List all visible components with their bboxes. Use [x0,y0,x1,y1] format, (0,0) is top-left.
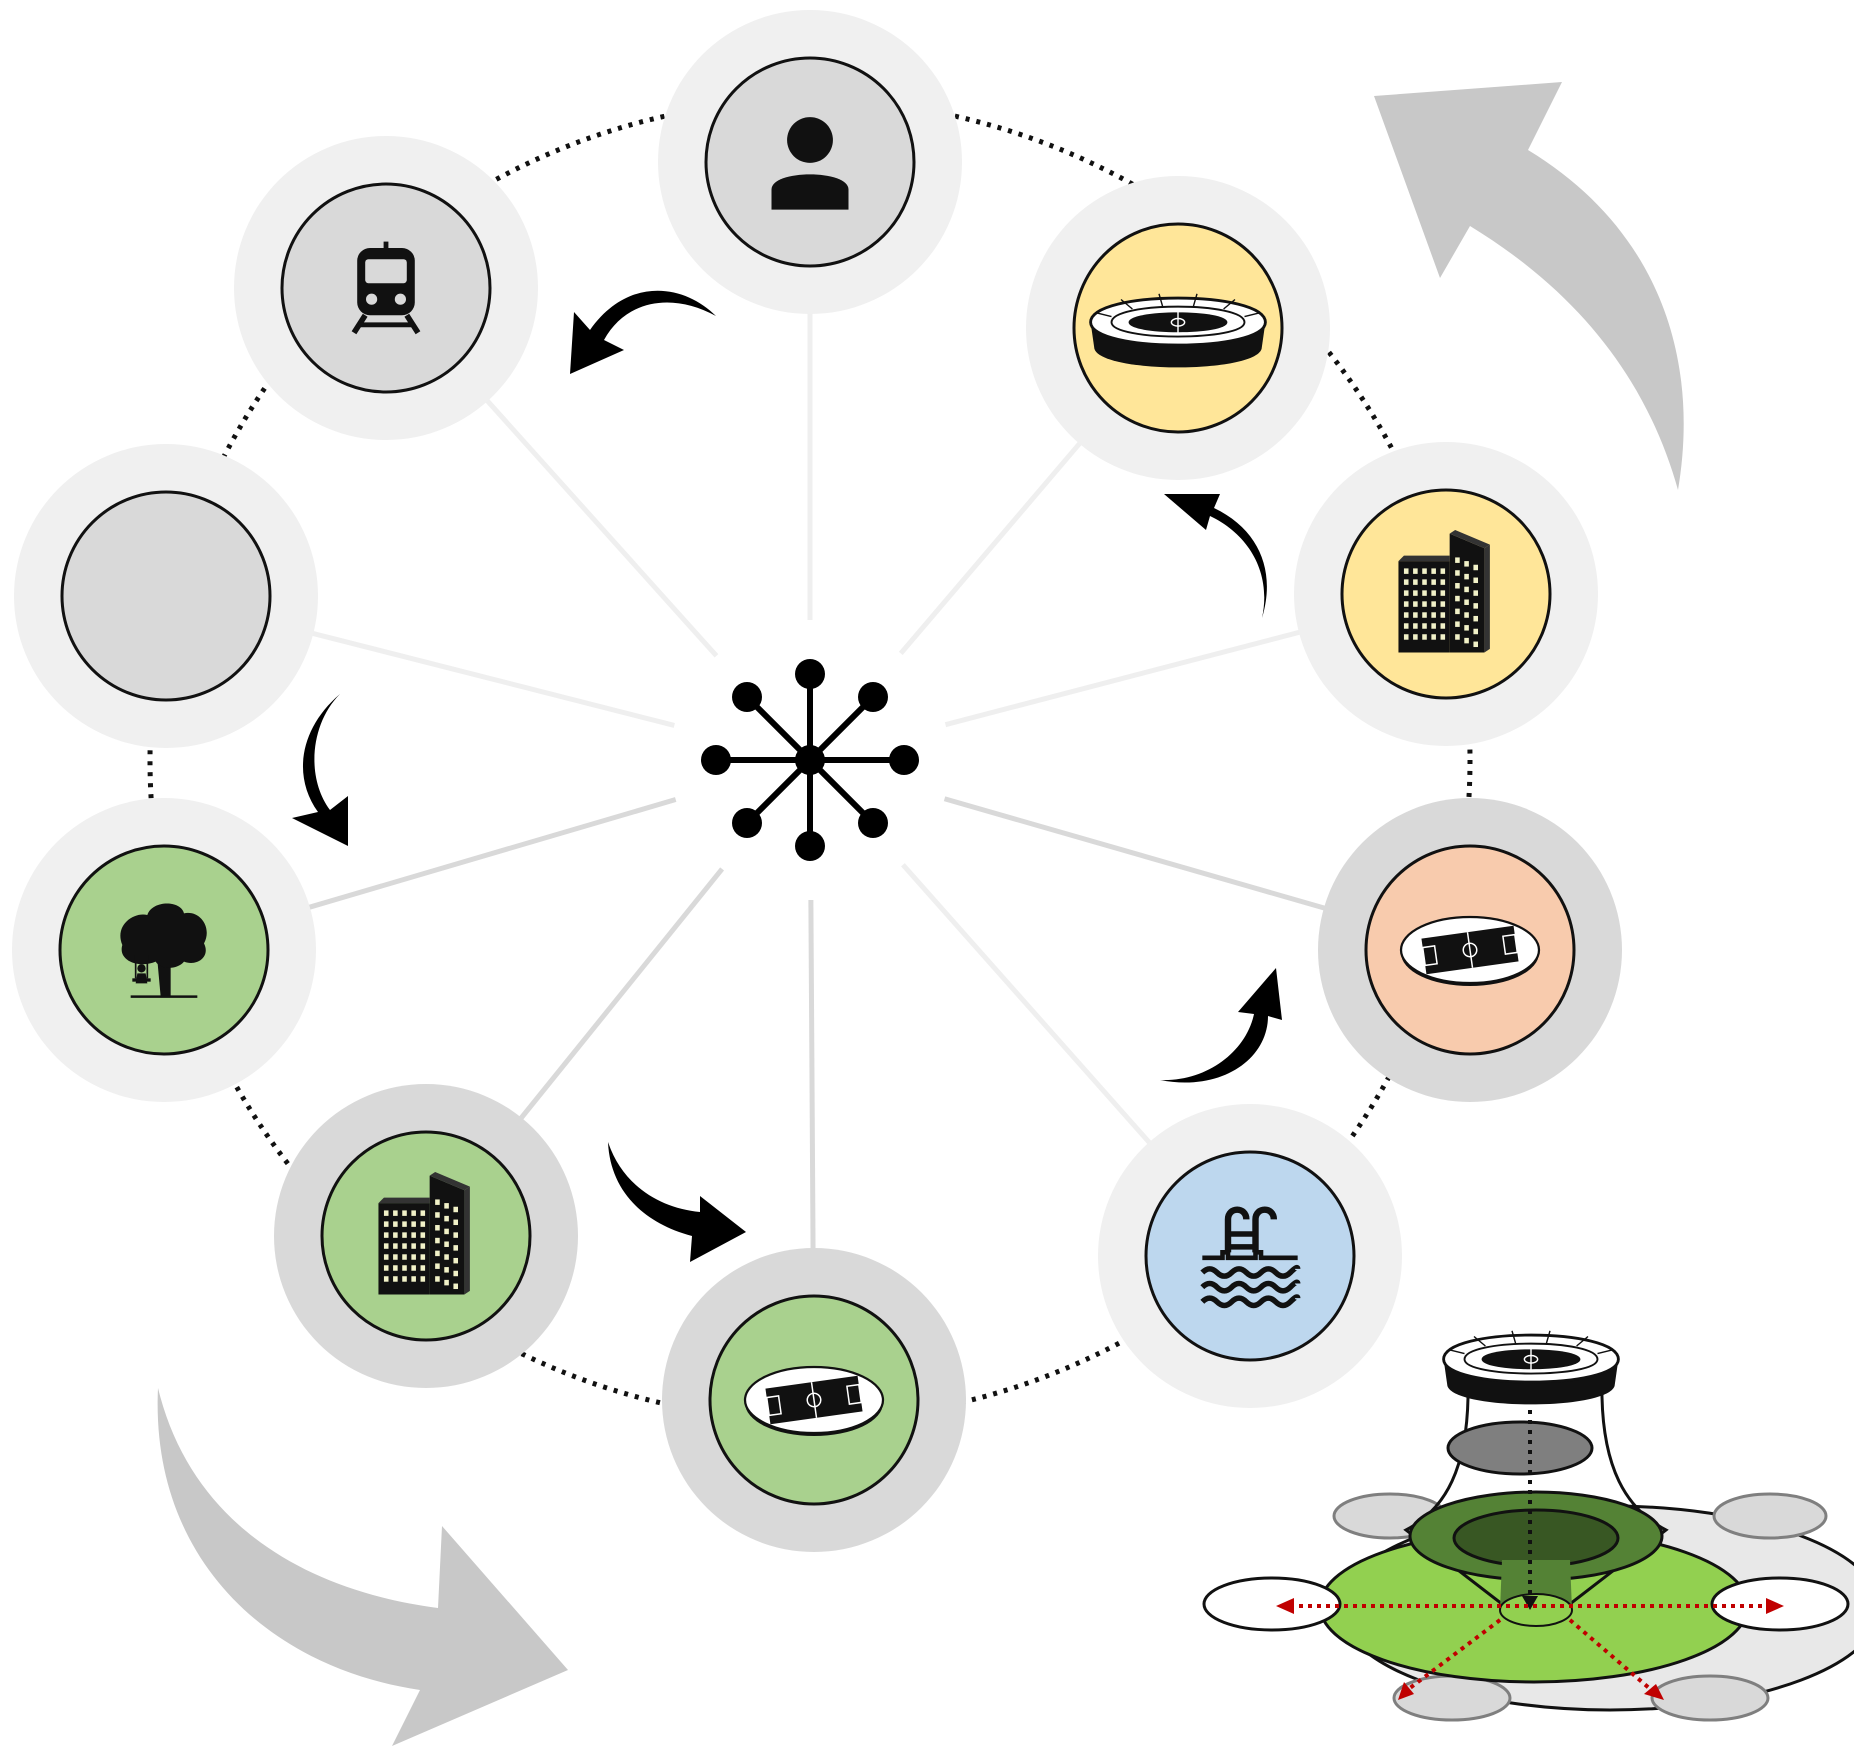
big-arrow-bottom-left [157,1388,568,1746]
soccer-field-icon [743,1365,885,1438]
nodes [12,10,1622,1552]
spoke-field-peach [943,796,1327,911]
spoke-stadium [898,440,1083,656]
flow-arrow-pool-to-field [1160,968,1282,1083]
spoke-train [484,397,719,658]
node-circle [60,490,272,702]
flow-arrow-building-to-field [608,1142,746,1262]
node-person [658,10,962,314]
soccer-field-icon [1399,915,1541,988]
node-building-green [274,1084,578,1388]
network-hub-icon [701,659,919,861]
node-empty [14,444,318,748]
spokes [307,312,1327,1251]
big-arrow-top-right [1374,82,1684,490]
node-pool [1098,1104,1402,1408]
spoke-park [307,797,677,911]
flow-arrows [292,290,1282,1262]
node-field-green [662,1248,966,1552]
stadium-catchment-icon [1202,1329,1854,1722]
node-building-yellow [1294,442,1598,746]
flow-arrow-empty-to-park [292,694,348,846]
spoke-building-yellow [944,629,1302,728]
flow-arrow-building-to-stadium [1164,494,1267,618]
spoke-pool [901,863,1153,1146]
flow-arrow-person-to-train [570,290,716,374]
spoke-field-green [808,899,816,1251]
node-train [234,136,538,440]
spoke-empty [310,630,675,728]
stadium-icon [1089,292,1267,369]
node-stadium [1026,176,1330,480]
node-field-peach [1318,798,1622,1102]
spoke-building-green [518,867,725,1121]
node-park [12,798,316,1102]
